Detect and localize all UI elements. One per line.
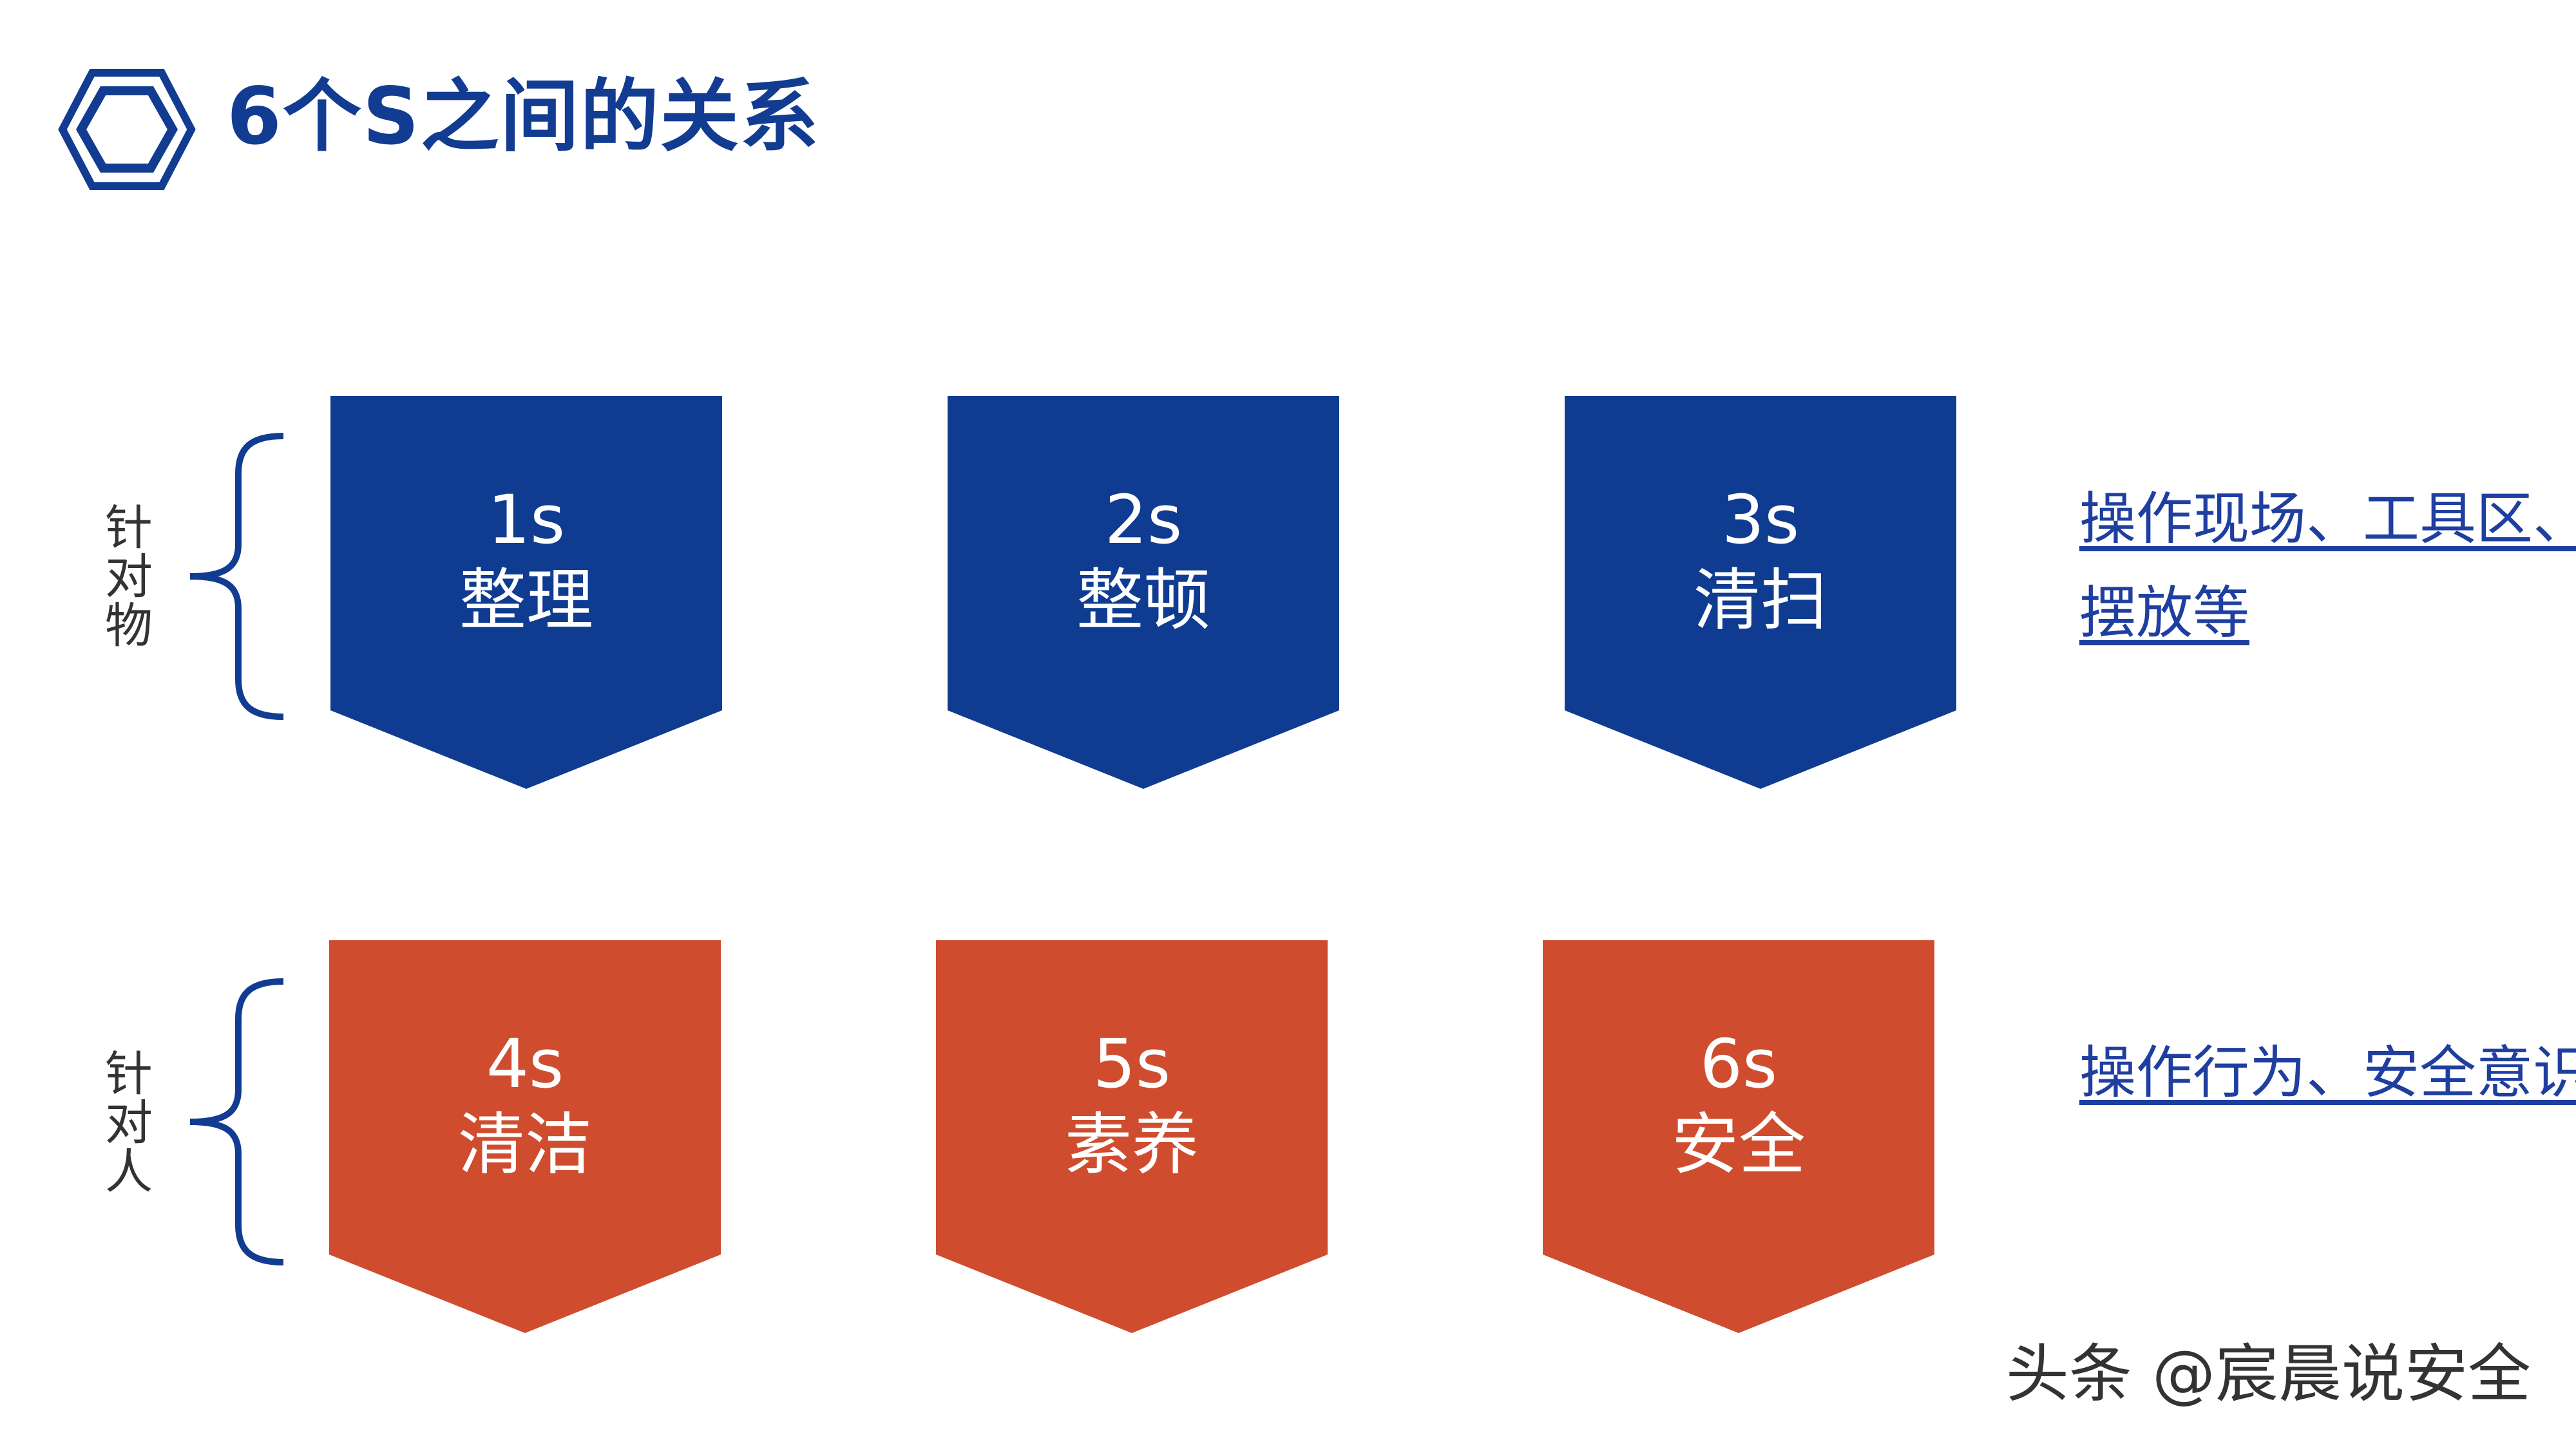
brace-objects xyxy=(189,433,283,720)
card-3s-seiso: 3s 清扫 xyxy=(1565,396,1956,789)
card-2s-seiton: 2s 整顿 xyxy=(948,396,1339,789)
card-name: 清洁 xyxy=(457,1105,592,1184)
card-name: 安全 xyxy=(1671,1105,1806,1184)
card-name: 整理 xyxy=(459,561,593,639)
description-objects-line1[interactable]: 操作现场、工具区、 xyxy=(2079,486,2576,552)
brace-people xyxy=(189,978,283,1265)
card-5s-shitsuke: 5s 素养 xyxy=(936,940,1328,1333)
group-label-objects: 针 对 物 xyxy=(105,500,153,654)
card-code: 6s xyxy=(1699,1025,1778,1103)
description-people[interactable]: 操作行为、安全意识等 xyxy=(2079,1039,2576,1106)
card-name: 素养 xyxy=(1064,1105,1199,1184)
group-label-people: 针 对 人 xyxy=(105,1046,153,1200)
card-1s-seiri: 1s 整理 xyxy=(330,396,722,789)
card-6s-safety: 6s 安全 xyxy=(1543,940,1934,1333)
card-code: 1s xyxy=(487,480,566,559)
card-code: 5s xyxy=(1092,1025,1171,1103)
description-objects-line2[interactable]: 摆放等 xyxy=(2079,580,2250,646)
card-code: 2s xyxy=(1104,480,1183,559)
card-code: 4s xyxy=(486,1025,564,1103)
card-name: 整顿 xyxy=(1076,561,1210,639)
hexagon-logo-icon xyxy=(58,69,196,190)
watermark: 头条 @宸晨说安全 xyxy=(2005,1338,2531,1411)
card-code: 3s xyxy=(1721,480,1800,559)
page-title: 6个S之间的关系 xyxy=(227,71,820,162)
card-4s-seiketsu: 4s 清洁 xyxy=(329,940,721,1333)
card-name: 清扫 xyxy=(1693,561,1827,639)
